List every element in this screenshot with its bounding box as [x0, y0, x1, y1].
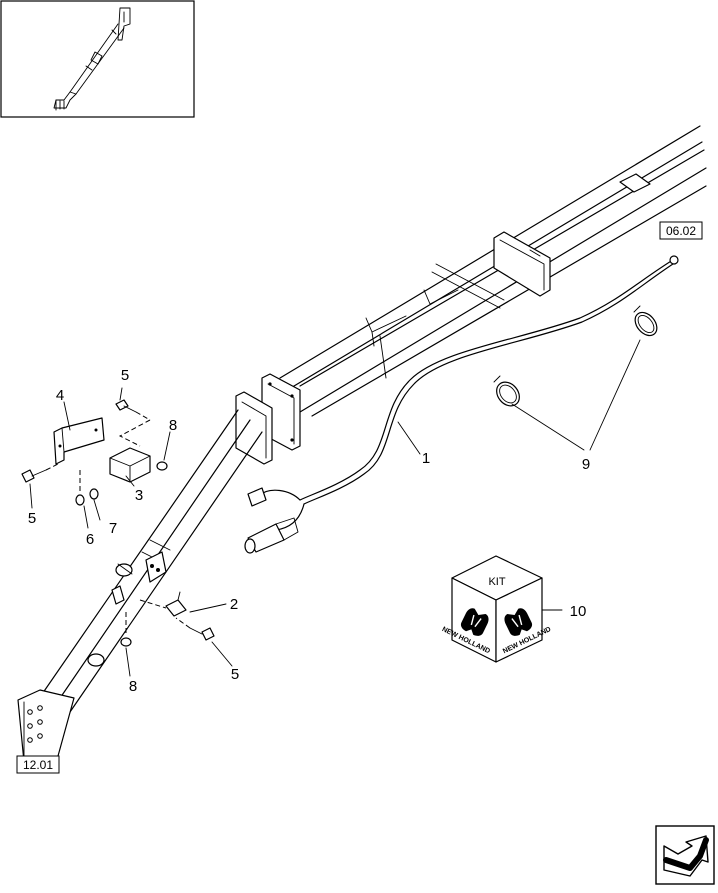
hose-clamps	[493, 305, 658, 407]
callout-4: 4	[56, 387, 64, 404]
callout-3: 3	[135, 487, 143, 504]
callout-10: 10	[570, 603, 587, 620]
callout-7: 7	[109, 520, 117, 537]
callout-5-left: 5	[28, 510, 36, 527]
callout-1: 1	[422, 450, 430, 467]
clip-assembly	[120, 591, 215, 647]
hydraulic-hose	[244, 255, 679, 554]
kit-label: KIT	[488, 576, 505, 588]
boom-flange-joint	[235, 373, 301, 465]
reference-06-02[interactable]: 06.02	[659, 221, 703, 240]
reference-12-01-label: 12.01	[23, 758, 53, 772]
leader-lines	[29, 339, 641, 677]
callout-2: 2	[230, 596, 238, 613]
overview-thumbnail-icon	[0, 0, 195, 118]
lower-arm	[17, 409, 263, 763]
callout-5-top: 5	[121, 367, 129, 384]
reference-06-02-label: 06.02	[666, 224, 696, 238]
mount-bracket	[21, 399, 168, 506]
kit-box: KIT NEW HOLLAND NEW HOLLAND	[441, 555, 552, 663]
next-page-button[interactable]	[655, 825, 715, 885]
callout-6: 6	[86, 531, 94, 548]
next-page-arrow-icon	[663, 835, 709, 877]
upper-boom	[279, 125, 707, 417]
reference-12-01[interactable]: 12.01	[16, 755, 60, 774]
callout-8-top: 8	[169, 417, 177, 434]
callout-5-bottom: 5	[231, 666, 239, 683]
callout-8-bottom: 8	[129, 678, 137, 695]
callout-9: 9	[582, 456, 590, 473]
